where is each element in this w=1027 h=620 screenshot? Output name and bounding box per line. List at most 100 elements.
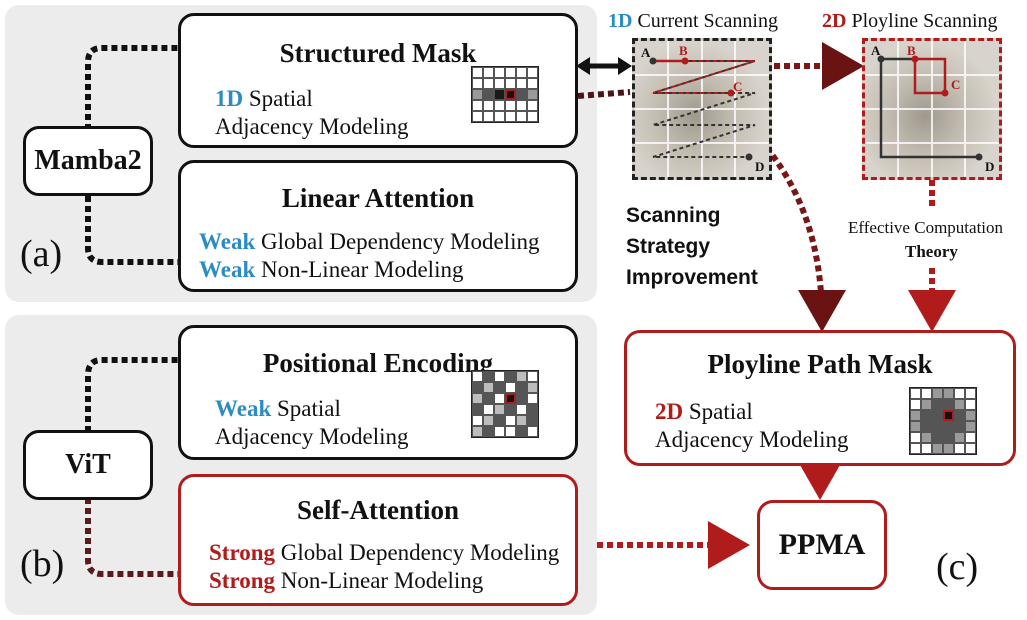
grid-cell <box>505 404 516 415</box>
grid-cell <box>527 67 538 78</box>
grid-cell <box>494 67 505 78</box>
grid-cell <box>965 421 976 432</box>
positional-encoding-line2: Adjacency Modeling <box>215 424 409 449</box>
structured-mask-line1: 1D Spatial <box>215 86 313 111</box>
mamba2-node: Mamba2 <box>23 126 153 196</box>
scanning-strategy-label: Scanning Strategy Improvement <box>626 204 758 289</box>
grid-cell <box>494 393 505 404</box>
scan2d-point-c: C <box>951 77 961 92</box>
grid-cell <box>505 100 516 111</box>
self-attention-line1: Strong Global Dependency Modeling <box>209 540 560 565</box>
grid-cell <box>516 100 527 111</box>
grid-cell <box>943 410 954 421</box>
grid-cell <box>921 388 932 399</box>
grid-cell <box>494 78 505 89</box>
grid-cell <box>943 399 954 410</box>
grid-cell <box>483 78 494 89</box>
grid-cell <box>910 443 921 454</box>
grid-cell <box>516 67 527 78</box>
grid-cell <box>954 443 965 454</box>
grid-cell <box>527 100 538 111</box>
self-attention-title: Self-Attention <box>297 495 459 525</box>
grid-cell <box>932 443 943 454</box>
grid-cell <box>932 388 943 399</box>
grid-cell <box>472 415 483 426</box>
grid-cell <box>965 432 976 443</box>
panel-b-label: (b) <box>20 543 65 585</box>
grid-cell <box>943 432 954 443</box>
grid-cell <box>527 426 538 437</box>
grid-cell <box>527 415 538 426</box>
grid-cell <box>965 443 976 454</box>
grid-cell <box>483 426 494 437</box>
mamba2-to-linear-attention <box>85 196 180 265</box>
grid-cell <box>516 426 527 437</box>
scan1d-point-c: C <box>733 79 743 94</box>
panel-a-label: (a) <box>20 233 63 275</box>
grid-cell <box>472 426 483 437</box>
grid-cell <box>505 78 516 89</box>
grid-cell <box>483 393 494 404</box>
ppm-title: Ployline Path Mask <box>707 349 933 379</box>
theory-line1: Effective Computation <box>848 218 1004 237</box>
mamba2-label: Mamba2 <box>34 145 142 176</box>
ppma-node: PPMA <box>757 500 887 590</box>
structured-mask-box: Structured Mask 1D Spatial Adjacency Mod… <box>178 13 578 148</box>
grid-cell <box>921 432 932 443</box>
scan1d-point-d: D <box>755 159 765 174</box>
structured-mask-title: Structured Mask <box>279 38 477 68</box>
grid-cell <box>910 421 921 432</box>
grid-cell <box>472 382 483 393</box>
grid-cell <box>965 410 976 421</box>
grid-cell <box>954 410 965 421</box>
grid-cell <box>472 78 483 89</box>
panel-c-label: (c) <box>936 546 979 588</box>
scan1d-point-b: B <box>679 43 688 58</box>
grid-cell <box>516 415 527 426</box>
grid-cell <box>527 78 538 89</box>
vit-to-self-attention <box>85 498 180 577</box>
grid-cell <box>921 443 932 454</box>
grid-cell <box>505 393 516 404</box>
positional-encoding-grid <box>471 370 539 438</box>
scan1d-to-ppm-arrow <box>757 138 846 332</box>
grid-cell <box>527 393 538 404</box>
grid-cell <box>472 111 483 122</box>
scan1d-point-a: A <box>641 45 651 60</box>
grid-cell <box>932 410 943 421</box>
grid-cell <box>505 89 516 100</box>
grid-cell <box>516 78 527 89</box>
structured-mask-grid <box>471 66 539 123</box>
grid-cell <box>527 371 538 382</box>
grid-cell <box>943 421 954 432</box>
grid-cell <box>505 415 516 426</box>
theory-line2: Theory <box>905 242 958 261</box>
ppma-label: PPMA <box>778 528 866 561</box>
grid-cell <box>516 393 527 404</box>
grid-cell <box>932 432 943 443</box>
grid-cell <box>910 410 921 421</box>
scan1d-caption: 1D Current Scanning <box>608 10 778 32</box>
self-attention-box: Self-Attention Strong Global Dependency … <box>178 474 578 606</box>
grid-cell <box>505 67 516 78</box>
grid-cell <box>516 111 527 122</box>
grid-cell <box>921 421 932 432</box>
grid-cell <box>527 382 538 393</box>
structured-mask-line2: Adjacency Modeling <box>215 114 409 139</box>
grid-cell <box>527 404 538 415</box>
grid-cell <box>505 382 516 393</box>
grid-cell <box>494 415 505 426</box>
positional-encoding-title: Positional Encoding <box>262 348 494 378</box>
grid-cell <box>505 111 516 122</box>
scan2d-point-d: D <box>985 159 995 174</box>
grid-cell <box>472 100 483 111</box>
grid-cell <box>494 371 505 382</box>
grid-cell <box>932 421 943 432</box>
grid-cell <box>910 432 921 443</box>
scan2d-path <box>865 41 999 177</box>
linear-attention-line1: Weak Global Dependency Modeling <box>199 229 540 254</box>
scan2d-caption: 2D Ployline Scanning <box>822 10 998 32</box>
structured-mask-to-scan-link <box>577 89 631 99</box>
grid-cell <box>943 388 954 399</box>
